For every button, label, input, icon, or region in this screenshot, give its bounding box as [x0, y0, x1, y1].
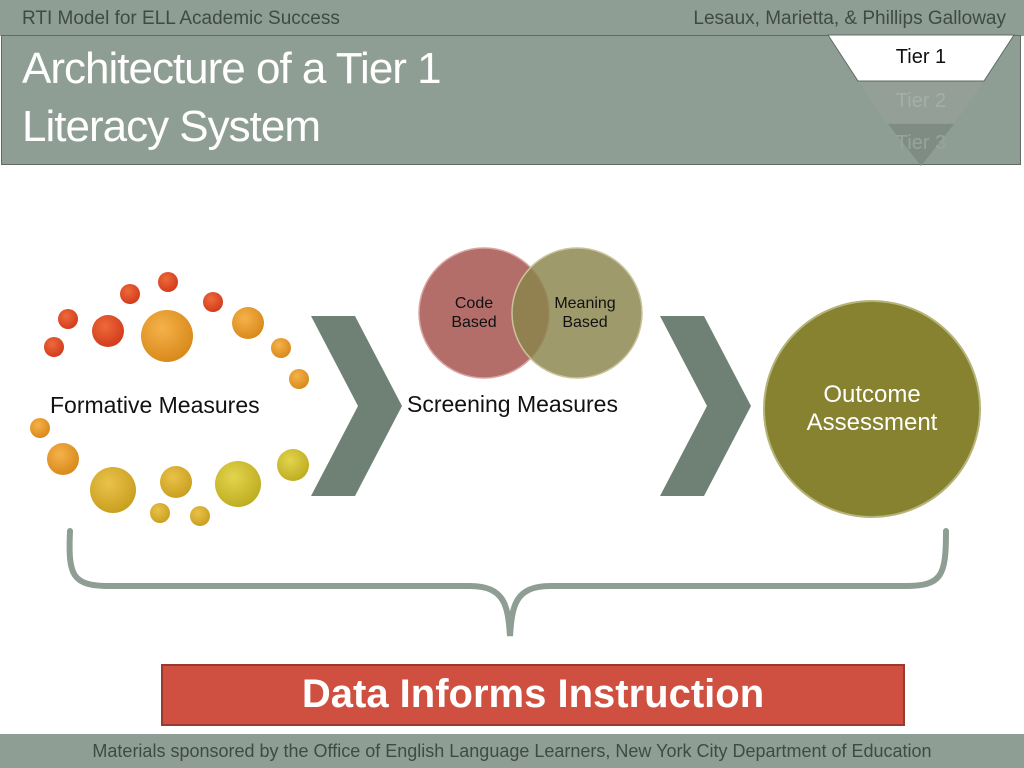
code-based-label: Code Based [434, 294, 514, 332]
formative-measures-label: Formative Measures [50, 392, 260, 418]
formative-dot [47, 443, 79, 475]
formative-dot [277, 449, 309, 481]
formative-dot [215, 461, 261, 507]
tier1-label: Tier 1 [896, 46, 946, 68]
formative-dot [58, 309, 78, 329]
formative-dot [232, 307, 264, 339]
banner-text: Data Informs Instruction [301, 672, 765, 716]
architecture-diagram [30, 247, 981, 637]
tier3-label: Tier 3 [896, 132, 946, 154]
code-based-line1: Code [454, 295, 494, 312]
tier3-segment [888, 124, 954, 166]
formative-dot [271, 338, 291, 358]
top-bar: RTI Model for ELL Academic Success Lesau… [0, 0, 1024, 36]
course-title: RTI Model for ELL Academic Success [22, 8, 340, 29]
formative-dot [150, 503, 170, 523]
outcome-circle [763, 300, 981, 518]
chevron-arrow-icon [311, 316, 402, 496]
formative-dot [30, 418, 50, 438]
formative-dot [141, 310, 193, 362]
tier1-segment [827, 34, 1015, 82]
meaning-based-line1: Meaning [554, 295, 616, 312]
screening-measures-label: Screening Measures [407, 391, 618, 417]
meaning-based-circle [511, 247, 643, 379]
authors: Lesaux, Marietta, & Phillips Galloway [693, 8, 1006, 29]
formative-dot [44, 337, 64, 357]
outcome-assessment-label: Outcome Assessment [772, 381, 972, 437]
formative-dot [190, 506, 210, 526]
footer-text: Materials sponsored by the Office of Eng… [92, 741, 932, 761]
slide-title: Architecture of a Tier 1 Literacy System [22, 40, 442, 156]
meaning-based-line2: Based [562, 314, 608, 331]
tier2-segment [859, 82, 983, 123]
tier2-label: Tier 2 [896, 90, 946, 112]
meaning-based-label: Meaning Based [542, 294, 628, 332]
formative-dot [160, 466, 192, 498]
tier-pyramid: Tier 1 Tier 2 Tier 3 [827, 34, 1015, 166]
outcome-line2: Assessment [806, 409, 938, 436]
slide-title-line2: Literacy System [22, 102, 321, 151]
footer-bar: Materials sponsored by the Office of Eng… [0, 734, 1024, 768]
outcome-line1: Outcome [823, 381, 921, 408]
slide-title-line1: Architecture of a Tier 1 [22, 44, 442, 93]
formative-dot [92, 315, 124, 347]
formative-dot [203, 292, 223, 312]
formative-dot [120, 284, 140, 304]
formative-dot [158, 272, 178, 292]
bracket-shape [66, 528, 949, 637]
code-based-line2: Based [451, 314, 497, 331]
chevron-arrow-icon [660, 316, 751, 496]
formative-dot [90, 467, 136, 513]
formative-dots [30, 272, 309, 526]
formative-dot [289, 369, 309, 389]
data-informs-instruction-banner: Data Informs Instruction [161, 664, 905, 726]
